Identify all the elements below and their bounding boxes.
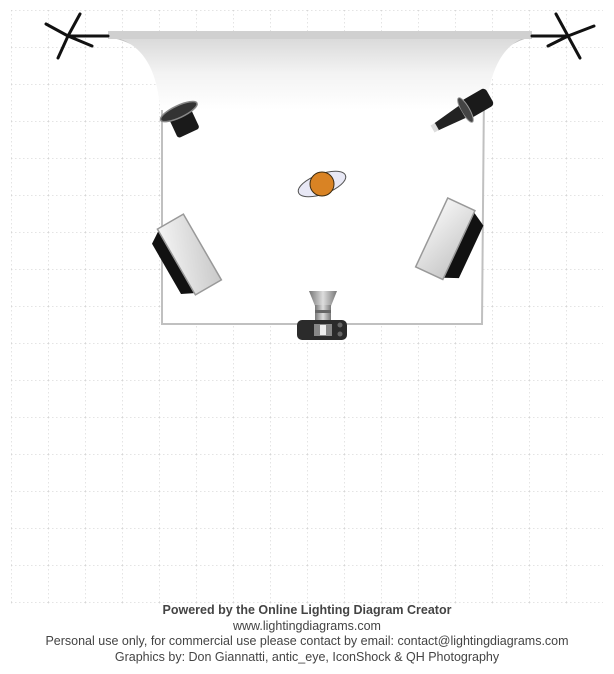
subject-model-icon[interactable] [295, 166, 349, 202]
website-link[interactable]: www.lightingdiagrams.com [233, 618, 381, 633]
right-snoot-light-icon[interactable] [426, 84, 497, 141]
powered-by-text: Powered by the Online Lighting Diagram C… [162, 603, 452, 617]
footer-credits: Powered by the Online Lighting Diagram C… [0, 603, 614, 665]
right-background-stand-icon[interactable] [530, 12, 596, 60]
camera-icon[interactable] [297, 291, 347, 340]
credits-text: Graphics by: Don Giannatti, antic_eye, I… [114, 649, 500, 664]
left-background-stand-icon[interactable] [44, 12, 110, 60]
left-softbox-icon[interactable] [147, 213, 223, 301]
lighting-diagram-canvas [11, 10, 603, 604]
right-softbox-icon[interactable] [414, 196, 488, 285]
left-standard-reflector-light-icon[interactable] [158, 98, 207, 142]
license-text: Personal use only, for commercial use pl… [45, 634, 569, 648]
